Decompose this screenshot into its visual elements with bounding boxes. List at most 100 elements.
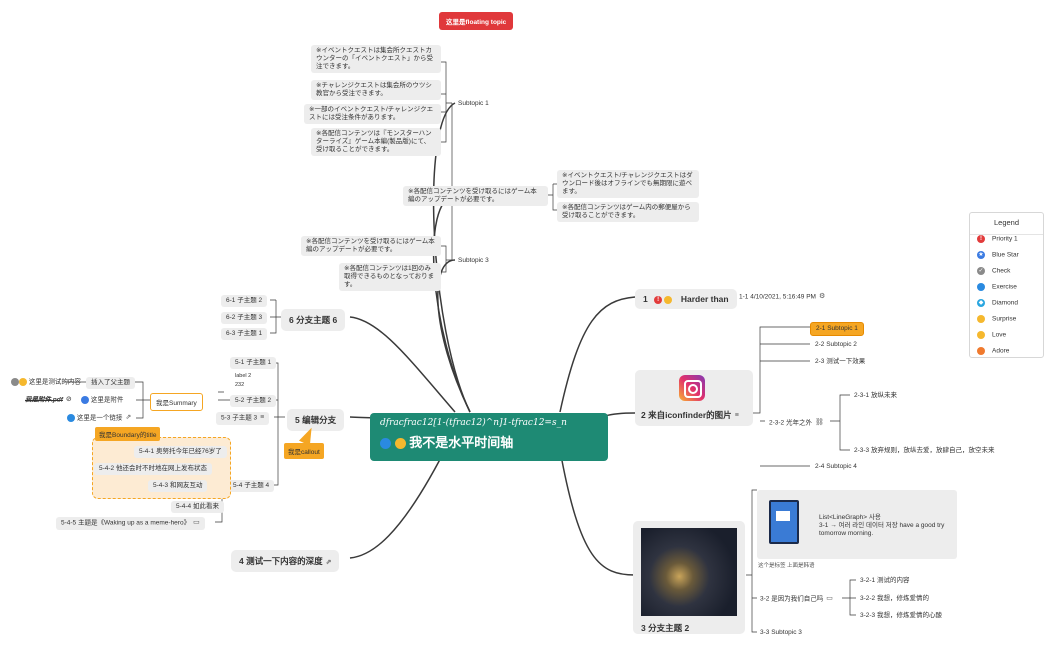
summary-topic[interactable]: 我是Summary	[150, 393, 203, 411]
legend-item-blue-star: ★Blue Star	[977, 251, 1019, 259]
legend-label: Exercise	[992, 283, 1017, 291]
exercise-icon	[67, 414, 75, 422]
branch-4[interactable]: 4 测试一下内容的深度⇗	[231, 550, 340, 572]
topic-2-3[interactable]: 2-3 测试一下效果	[815, 358, 866, 365]
note-challenge-quest[interactable]: ※チャレンジクエストは集会所のウツシ教官から受注できます。	[311, 80, 441, 100]
external-link-icon: ⇗	[125, 414, 132, 421]
central-topic[interactable]: dfracfrac12[1-(tfrac12)^n]1-tfrac12=s_n …	[370, 413, 608, 461]
topic-2-3-3[interactable]: 2-3-3 放弃规则，放纵去爱，放肆自己，放空未来	[854, 447, 995, 454]
check-icon	[11, 378, 19, 386]
note-offline[interactable]: ※イベントクエスト/チャレンジクエストはダウンロード後はオフラインでも無期限に遊…	[557, 170, 699, 198]
topic-6-3[interactable]: 6-3 子主题 1	[221, 328, 268, 340]
book-icon	[769, 500, 799, 544]
topic-5-4-3[interactable]: 5-4-3 和网友互动	[148, 480, 208, 492]
topic-2-4[interactable]: 2-4 Subtopic 4	[815, 463, 857, 470]
branch-2[interactable]: 2 来自iconfinder的图片≡	[635, 370, 753, 426]
label-232: 232	[235, 382, 245, 388]
comment-icon: ▭	[193, 519, 200, 526]
branch-1-date[interactable]: 1-1 4/10/2021, 5:16:49 PM⚙	[736, 292, 828, 303]
card-3-1[interactable]: List<LineGraph> 사용 3-1 → 여러 라인 데이터 저장 ha…	[757, 490, 957, 559]
topic-attachment-label: 这里是附件	[90, 396, 124, 404]
legend-item-surprise: Surprise	[977, 315, 1016, 323]
topic-2-3-1[interactable]: 2-3-1 放纵未来	[854, 392, 897, 399]
note-once-only[interactable]: ※各配信コンテンツは1回のみ取得できるものとなっております。	[339, 263, 441, 291]
instagram-icon	[679, 375, 705, 401]
topic-5-4-2[interactable]: 5-4-2 他还会时不时地在网上发布状态	[94, 463, 212, 475]
branch-6[interactable]: 6 分支主题 6	[281, 309, 346, 331]
topic-5-4[interactable]: 5-4 子主题 4	[228, 480, 275, 492]
priority-1-icon: !	[654, 295, 663, 304]
notes-icon: ≡	[260, 414, 265, 421]
attachment-icon: ⊘	[65, 396, 72, 403]
attachment-pdf-label: 我是附件.pdf	[25, 396, 63, 404]
topic-5-4-5-label: 5-4-5 主题是《Waking up as a meme-hero》	[61, 519, 191, 527]
note-mailbox[interactable]: ※各配信コンテンツはゲーム内の郵便屋から受け取ることができます。	[557, 202, 699, 222]
topic-5-3-label: 5-3 子主题 3	[221, 414, 258, 422]
topic-2-3-2-label: 2-3-2 光年之外	[769, 419, 812, 427]
central-title: 我不是水平时间轴	[409, 435, 514, 450]
attachment-pdf[interactable]: 我是附件.pdf⊘	[22, 395, 75, 406]
topic-2-1[interactable]: 2-1 Subtopic 1	[810, 322, 864, 336]
topic-5-4-5[interactable]: 5-4-5 主题是《Waking up as a meme-hero》▭	[56, 517, 205, 530]
branch-1-number: 1	[643, 294, 648, 304]
branch-4-label: 4 测试一下内容的深度	[239, 556, 323, 566]
legend-label: Adore	[992, 347, 1010, 355]
topic-2-2[interactable]: 2-2 Subtopic 2	[815, 341, 857, 348]
exercise-icon	[977, 283, 985, 291]
topic-3-3[interactable]: 3-3 Subtopic 3	[760, 629, 802, 636]
blue-star-icon: ★	[977, 251, 985, 259]
note-event-quest[interactable]: ※イベントクエストは集会所クエストカウンターの「イベントクエスト」から受注できま…	[311, 45, 441, 73]
exercise-icon	[380, 438, 391, 450]
task-icon: ⚙	[818, 293, 826, 300]
topic-2-3-2[interactable]: 2-3-2 光年之外⛓	[766, 418, 827, 429]
love-icon	[19, 378, 27, 386]
topic-attachment[interactable]: 这里是附件	[78, 395, 126, 406]
topic-3-2-2[interactable]: 3-2-2 我想，修炼爱情的	[860, 595, 929, 602]
subtopic-1[interactable]: Subtopic 1	[458, 100, 489, 107]
note-update-required[interactable]: ※各配信コンテンツを受け取るにはゲーム本編のアップデートが必要です。	[403, 186, 548, 206]
diamond-icon: ◆	[977, 299, 985, 307]
floating-topic[interactable]: 这里是floating topic	[439, 12, 514, 30]
branch-1-date-label: 1-1 4/10/2021, 5:16:49 PM	[739, 293, 816, 301]
boundary-title: 我是Boundary的title	[95, 427, 161, 441]
topic-link[interactable]: 这里是一个链接⇗	[64, 413, 134, 424]
legend-label: Priority 1	[992, 235, 1018, 243]
branch-1[interactable]: 1 ! Harder than	[635, 289, 737, 309]
branch-3[interactable]: 3 分支主题 2	[633, 521, 745, 634]
priority-1-icon: !	[977, 235, 985, 243]
legend-item-adore: Adore	[977, 347, 1009, 355]
legend: Legend !Priority 1 ★Blue Star ✓Check Exe…	[969, 212, 1044, 358]
legend-item-exercise: Exercise	[977, 283, 1017, 291]
card-caption: 这个是标签 上面是韩语	[758, 563, 815, 569]
topic-3-2[interactable]: 3-2 是因为我们自己吗▭	[757, 594, 836, 605]
subtopic-3[interactable]: Subtopic 3	[458, 257, 489, 264]
external-link-icon: ⇗	[325, 558, 332, 566]
callout[interactable]: 我是callout	[284, 443, 324, 459]
note-quest-conditions[interactable]: ※一部のイベントクエスト/チャレンジクエストには受注条件があります。	[304, 104, 441, 124]
legend-label: Surprise	[992, 315, 1017, 323]
blue-star-icon	[81, 396, 89, 404]
topic-5-4-1[interactable]: 5-4-1 奥努托今年已经76岁了	[134, 446, 227, 458]
love-icon	[977, 331, 985, 339]
topic-6-1[interactable]: 6-1 子主题 2	[221, 295, 268, 307]
card-3-1-text: List<LineGraph> 사용 3-1 → 여러 라인 데이터 저장 ha…	[819, 514, 945, 537]
note-update-required-2[interactable]: ※各配信コンテンツを受け取るにはゲーム本編のアップデートが必要です。	[301, 236, 441, 256]
branch-1-label: Harder than	[680, 294, 729, 304]
topic-5-1[interactable]: 5-1 子主题 1	[230, 357, 277, 369]
topic-6-2[interactable]: 6-2 子主题 3	[221, 312, 268, 324]
topic-link-label: 这里是一个链接	[76, 414, 123, 422]
legend-label: Love	[992, 331, 1007, 339]
topic-5-3[interactable]: 5-3 子主题 3≡	[216, 412, 270, 425]
surprise-icon	[977, 315, 985, 323]
notes-icon: ≡	[734, 412, 739, 420]
topic-test-content[interactable]: 这里是测试的内容	[8, 377, 84, 388]
topic-5-4-4[interactable]: 5-4-4 如此看来	[171, 501, 224, 513]
branch-5[interactable]: 5 编辑分支	[287, 409, 345, 431]
topic-3-2-3[interactable]: 3-2-3 我想，修炼爱情的心酸	[860, 612, 942, 619]
topic-parent-inserted[interactable]: 插入了父主题	[86, 377, 135, 389]
note-distribution[interactable]: ※各配信コンテンツは『モンスターハンターライズ』ゲーム本編(製品版)にて、受け取…	[311, 128, 441, 156]
topic-5-2[interactable]: 5-2 子主题 2	[230, 395, 277, 407]
topic-3-2-1[interactable]: 3-2-1 测试的内容	[860, 577, 910, 584]
legend-item-priority-1: ! Priority 1	[977, 235, 1018, 243]
topic-test-content-label: 这里是测试的内容	[28, 378, 81, 386]
